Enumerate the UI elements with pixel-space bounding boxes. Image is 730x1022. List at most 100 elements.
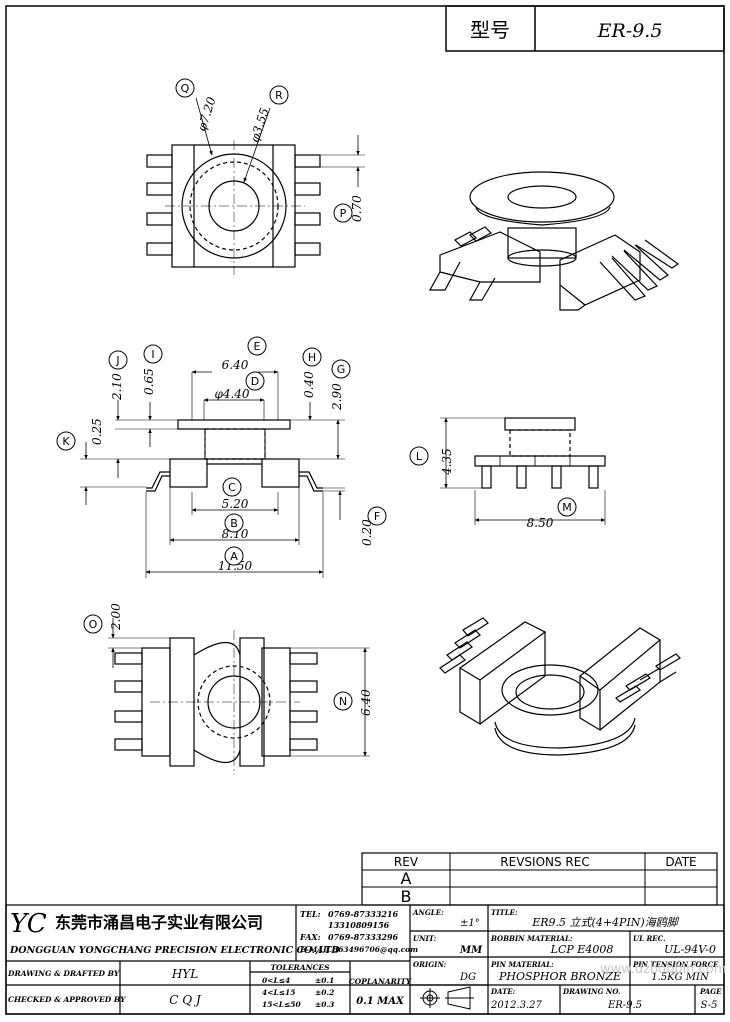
callout-letter: N bbox=[339, 695, 347, 708]
title-block bbox=[5, 904, 725, 1015]
iso-view-top bbox=[428, 171, 680, 311]
watermark: www.dzbobbin.com bbox=[600, 962, 726, 977]
front-view bbox=[80, 370, 345, 578]
top-view bbox=[146, 97, 365, 275]
ul-value: UL-94V-0 bbox=[664, 943, 716, 956]
checked-by-label: CHECKED & APPROVED BY bbox=[8, 995, 126, 1004]
dim-f-text: 0.20 bbox=[360, 519, 374, 546]
dim-l-text: 4.35 bbox=[440, 448, 454, 476]
model-value: ER-9.5 bbox=[597, 20, 663, 42]
callout-letter: F bbox=[374, 510, 380, 523]
callout-letter: I bbox=[151, 348, 154, 361]
tel-2: 13310809156 bbox=[328, 920, 390, 930]
dim-o-text: 2.00 bbox=[109, 603, 123, 631]
callout-e: E bbox=[247, 336, 267, 356]
callout-layer: Q R P I E J H G D K L C M B F A O N bbox=[56, 78, 577, 711]
iso-view-bottom bbox=[439, 617, 681, 756]
dim-p-text: 0.70 bbox=[350, 195, 364, 222]
callout-i: I bbox=[143, 344, 163, 364]
dim-g-text: 2.90 bbox=[330, 383, 344, 411]
pin-material-value: PHOSPHOR BRONZE bbox=[498, 970, 621, 983]
tol-row-1-range: 0<L≤4 bbox=[262, 976, 290, 985]
callout-letter: E bbox=[254, 340, 261, 353]
fax-value: 0769-87333296 bbox=[328, 932, 399, 942]
title-value: ER9.5 立式(4+4PIN)海鸥脚 bbox=[531, 916, 679, 929]
date-label: DATE: bbox=[490, 987, 516, 996]
unit-label: UNIT: bbox=[413, 934, 437, 943]
rev-b: B bbox=[401, 887, 412, 906]
checked-by-value: C Q J bbox=[169, 993, 202, 1007]
tol-row-3-range: 15<L≤50 bbox=[262, 1000, 301, 1009]
angle-value: ±1° bbox=[460, 918, 480, 929]
tol-row-2-value: ±0.2 bbox=[315, 988, 334, 997]
callout-letter: C bbox=[228, 481, 236, 494]
callout-letter: B bbox=[230, 517, 238, 530]
tol-row-2-range: 4<L≤15 bbox=[262, 988, 296, 997]
callout-letter: R bbox=[275, 89, 283, 102]
dim-i-text: 0.65 bbox=[142, 368, 156, 395]
origin-label: ORIGIN: bbox=[413, 960, 447, 969]
callout-d: D bbox=[245, 371, 265, 391]
dim-m-text: 8.50 bbox=[527, 516, 554, 530]
callout-g: G bbox=[331, 359, 351, 379]
tol-row-3-value: ±0.3 bbox=[315, 1000, 334, 1009]
callout-letter: Q bbox=[181, 82, 190, 95]
drawing-no-value: ER-9.5 bbox=[607, 1000, 642, 1011]
callout-k: K bbox=[56, 431, 76, 451]
angle-label: ANGLE: bbox=[412, 908, 444, 917]
callout-a: A bbox=[224, 546, 244, 566]
dim-h-text: 0.40 bbox=[302, 371, 316, 398]
drawn-by-label: DRAWING & DRAFTED BY bbox=[7, 969, 120, 978]
company-logo: YC bbox=[10, 909, 47, 939]
callout-o: O bbox=[83, 614, 103, 634]
callout-letter: A bbox=[230, 550, 238, 563]
bobbin-label: BOBBIN MATERIAL: bbox=[490, 934, 573, 943]
dim-k-text: 0.25 bbox=[90, 418, 104, 445]
model-header-box: 型号 ER-9.5 bbox=[445, 5, 725, 52]
pin-material-label: PIN MATERIAL: bbox=[490, 960, 554, 969]
title-block-text: YC 东莞市涌昌电子实业有限公司 DONGGUAN YONGCHANG PREC… bbox=[7, 908, 726, 1011]
callout-p: P bbox=[333, 203, 353, 223]
title-label: TITLE: bbox=[491, 908, 518, 917]
fax-label: FAX: bbox=[299, 932, 321, 942]
email-label: E-MAIL: bbox=[299, 945, 335, 954]
callout-letter: G bbox=[337, 363, 346, 376]
unit-value: MM bbox=[459, 945, 483, 956]
dim-e-text: 6.40 bbox=[222, 358, 249, 372]
callout-letter: M bbox=[562, 501, 572, 514]
coplanarity-label: COPLANARITY bbox=[349, 977, 412, 986]
bottom-view bbox=[108, 618, 370, 775]
callout-letter: P bbox=[340, 207, 347, 220]
drawing-no-label: DRAWING NO. bbox=[562, 987, 620, 996]
coplanarity-value: 0.1 MAX bbox=[356, 996, 405, 1007]
page-value: S-5 bbox=[701, 1000, 718, 1011]
sheet-border bbox=[5, 5, 725, 1015]
drawn-by-value: HYL bbox=[171, 967, 198, 981]
callout-n: N bbox=[333, 691, 353, 711]
callout-letter: O bbox=[89, 618, 98, 631]
callout-letter: D bbox=[251, 375, 259, 388]
dim-j-text: 2.10 bbox=[110, 373, 124, 401]
callout-letter: L bbox=[416, 450, 423, 463]
model-label: 型号 bbox=[470, 18, 510, 42]
callout-letter: H bbox=[308, 351, 316, 364]
callout-m: M bbox=[557, 497, 577, 517]
tolerances-label: TOLERANCES bbox=[270, 963, 330, 972]
callout-r: R bbox=[269, 85, 289, 105]
callout-b: B bbox=[224, 513, 244, 533]
company-name-cn: 东莞市涌昌电子实业有限公司 bbox=[55, 913, 263, 932]
callout-h: H bbox=[302, 347, 322, 367]
dim-c-text: 5.20 bbox=[222, 497, 249, 511]
callout-l: L bbox=[409, 446, 429, 466]
bobbin-value: LCP E4008 bbox=[550, 943, 614, 956]
page-label: PAGE bbox=[699, 987, 722, 996]
tel-1: 0769-87333216 bbox=[328, 909, 399, 919]
callout-j: J bbox=[108, 350, 128, 370]
date-header: DATE bbox=[665, 855, 696, 869]
dim-q-text: φ7.20 bbox=[195, 95, 219, 133]
tol-row-1-value: ±0.1 bbox=[315, 976, 334, 985]
callout-letter: K bbox=[62, 435, 70, 448]
revision-table: REV REVSIONS REC DATE A B bbox=[361, 852, 718, 906]
